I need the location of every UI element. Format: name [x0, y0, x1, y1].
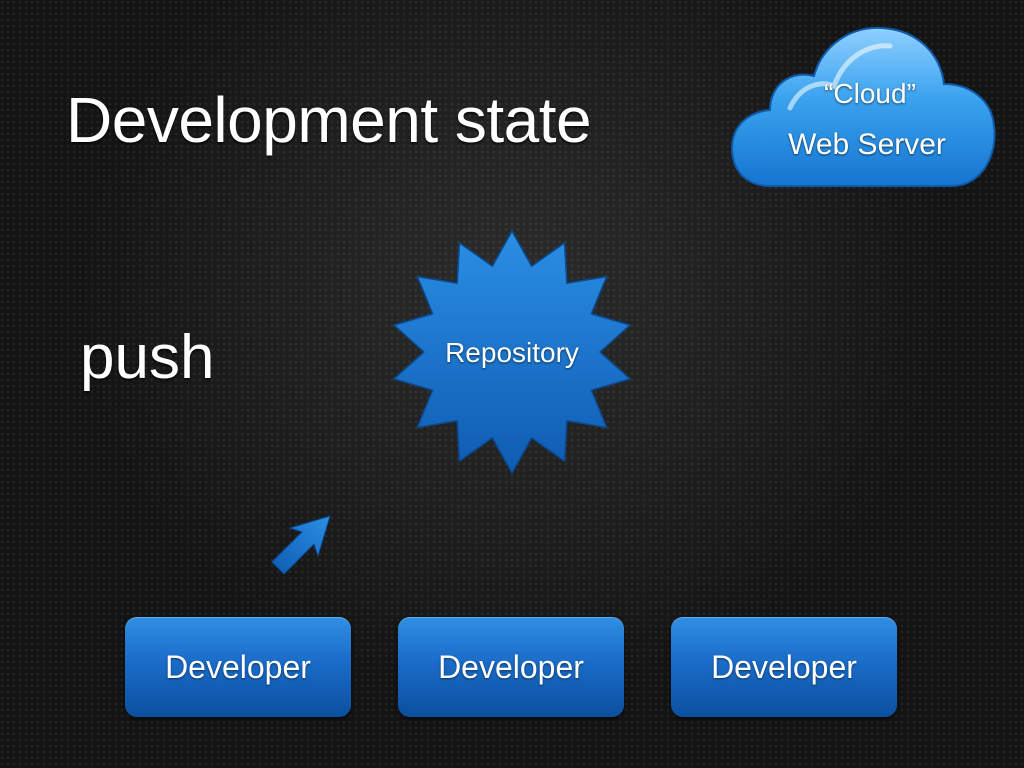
developer-label: Developer	[711, 649, 857, 685]
developer-label: Developer	[438, 649, 584, 685]
web-server-label: Web Server	[788, 128, 946, 161]
slide-title: Development state	[66, 84, 592, 156]
push-label: push	[80, 323, 215, 392]
arrow-up-right-icon	[271, 515, 331, 575]
cloud-web-server: “Cloud” Web Server	[730, 22, 1002, 188]
developer-box-2: Developer	[398, 617, 624, 717]
developer-box-3: Developer	[671, 617, 897, 717]
cloud-label: “Cloud”	[824, 78, 916, 109]
cloud-icon	[730, 26, 996, 187]
repository-label: Repository	[445, 337, 579, 368]
developer-label: Developer	[165, 649, 311, 685]
developer-box-1: Developer	[125, 617, 351, 717]
repository-starburst-icon	[392, 230, 632, 474]
repository-node: Repository	[390, 230, 634, 474]
